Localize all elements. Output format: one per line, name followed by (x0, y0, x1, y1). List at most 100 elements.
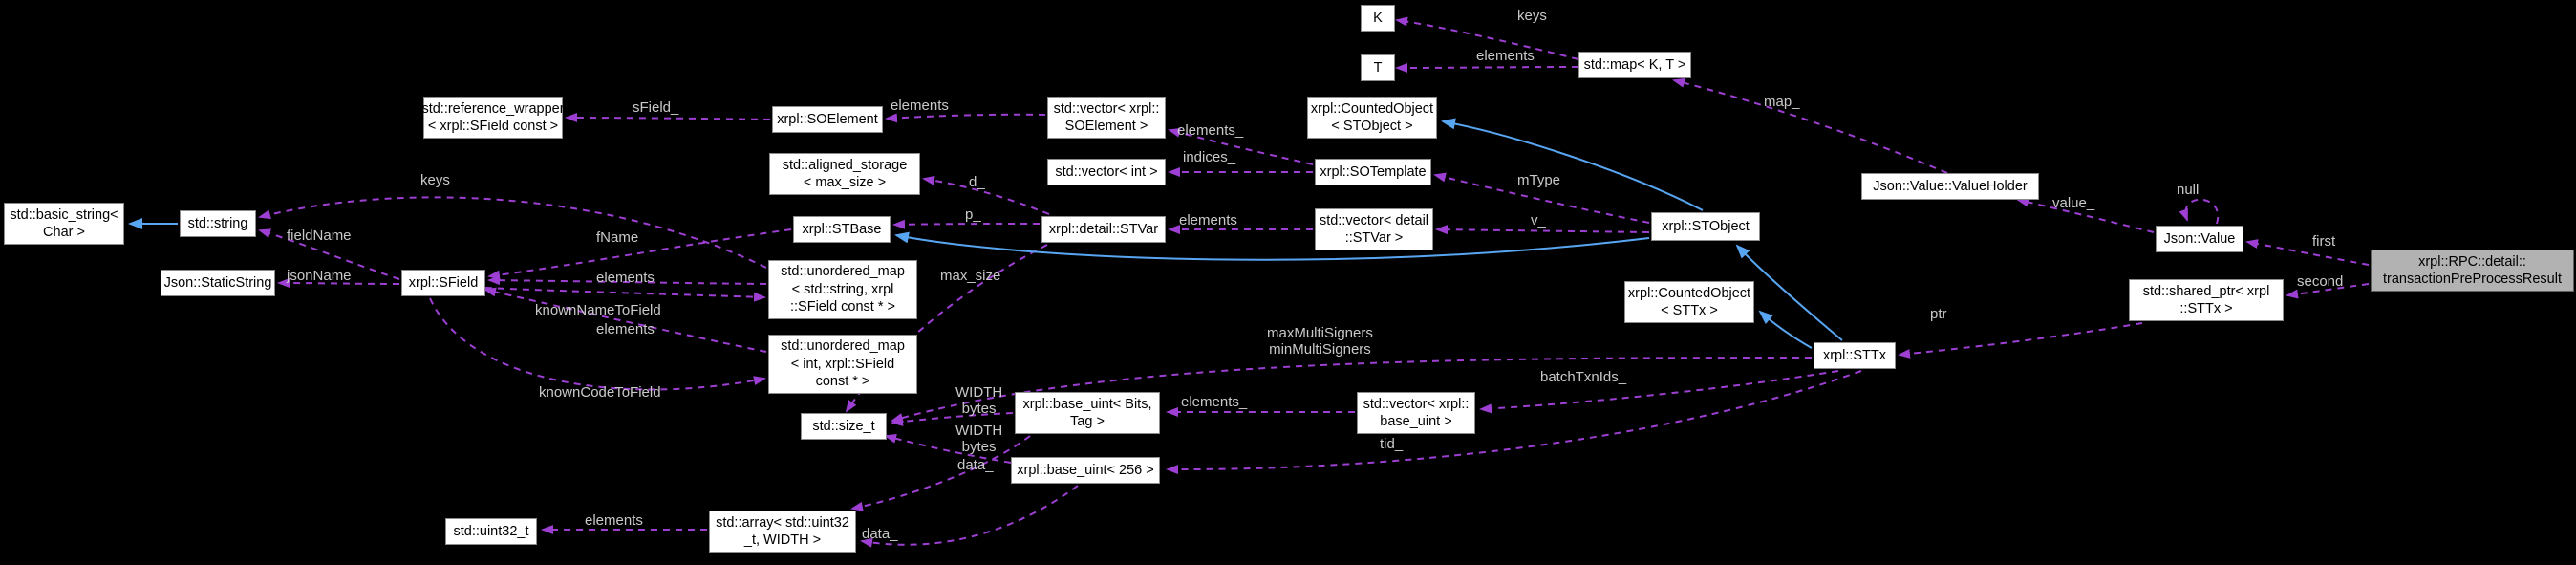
edge-label-fname: fName (596, 229, 639, 246)
node-stbase[interactable]: xrpl::STBase (793, 216, 891, 243)
edge-width-bytes (884, 433, 1012, 464)
edge-inheritance (1735, 244, 1843, 341)
edge-label-v: v_ (1531, 212, 1546, 228)
edge-label-null: null (2177, 182, 2200, 198)
edge-fname (487, 228, 792, 280)
node-base-uint-256[interactable]: xrpl::base_uint< 256 > (1011, 457, 1160, 484)
node-counted-object-sttx[interactable]: xrpl::CountedObject < STTx > (1624, 281, 1754, 323)
node-t[interactable]: T (1361, 54, 1395, 81)
node-value-holder[interactable]: Json::Value::ValueHolder (1861, 173, 2039, 200)
node-soelement[interactable]: xrpl::SOElement (772, 106, 883, 133)
edge-value (2016, 197, 2155, 233)
edge-inheritance (1441, 118, 1704, 211)
edge-label-knowncodetofield: knownCodeToField (539, 384, 661, 401)
node-array-uint32-width[interactable]: std::array< std::uint32 _t, WIDTH > (709, 511, 856, 553)
edge-second (2286, 283, 2370, 299)
edge-label-elements: elements (596, 270, 655, 286)
edge-label-elements: elements (1179, 212, 1237, 228)
edge-fieldname (258, 228, 400, 280)
edge-label-ptr: ptr (1930, 306, 1947, 322)
node-stobject[interactable]: xrpl::STObject (1651, 212, 1760, 241)
edge-label-value: value_ (2052, 195, 2095, 211)
edge-label-second: second (2297, 273, 2344, 290)
edge-tid (1166, 370, 1862, 475)
edge-d (922, 175, 1050, 215)
node-counted-object-stobject[interactable]: xrpl::CountedObject < STObject > (1307, 97, 1437, 139)
edge-data (860, 485, 1079, 548)
edge-label-tid: tid_ (1380, 436, 1404, 452)
edge-sfield (565, 113, 771, 123)
node-reference-wrapper-sfield[interactable]: std::reference_wrapper < xrpl::SField co… (421, 97, 565, 139)
edge-label-elements: elements_ (1177, 122, 1244, 139)
edge-v (1435, 225, 1650, 235)
edge-elements (885, 113, 1046, 123)
edge-width-bytes (891, 412, 1014, 426)
edge-inheritance (894, 231, 1650, 261)
edge-label-max-size: max_size (940, 268, 1001, 284)
node-vector-soelement[interactable]: std::vector< xrpl:: SOElement > (1047, 97, 1166, 139)
node-uint32-t[interactable]: std::uint32_t (445, 518, 537, 545)
edge-label-elements: elements (1476, 48, 1535, 64)
edge-data (850, 435, 1031, 511)
node-sttx[interactable]: xrpl::STTx (1814, 342, 1896, 369)
edge-label-d: d_ (969, 174, 985, 190)
edge-label-jsonname: jsonName (287, 268, 352, 284)
node-aligned-storage[interactable]: std::aligned_storage < max_size > (769, 153, 920, 195)
edge-elements (483, 287, 767, 353)
node-string[interactable]: std::string (180, 210, 256, 237)
edge-jsonname (277, 278, 400, 289)
edge-label-elements: elements (585, 512, 643, 529)
edge-label-first: first (2312, 233, 2336, 250)
node-map-kt[interactable]: std::map< K, T > (1578, 52, 1691, 78)
edge-first (2245, 239, 2370, 266)
edge-label-data: data_ (862, 526, 898, 542)
edge-label-data: data_ (957, 457, 994, 473)
edge-label-width-bytes: WIDTH bytes (955, 423, 1003, 455)
edge-label-map: map_ (1764, 94, 1800, 110)
edge-knownnametofield (484, 287, 766, 302)
edge-elements (487, 275, 767, 286)
node-static-string[interactable]: Json::StaticString (161, 270, 275, 296)
edge-label-keys: keys (1517, 8, 1547, 24)
edge-label-elements: elements (596, 321, 655, 337)
edge-elements (1395, 62, 1579, 73)
node-transaction-pre-process-result: xrpl::RPC::detail:: transactionPreProces… (2371, 250, 2574, 292)
node-vector-base-uint[interactable]: std::vector< xrpl:: base_uint > (1357, 392, 1475, 434)
edges-group (128, 16, 2370, 548)
node-base-uint-bits-tag[interactable]: xrpl::base_uint< Bits, Tag > (1015, 392, 1160, 434)
node-stvar[interactable]: xrpl::detail::STVar (1041, 216, 1166, 243)
node-sotemplate[interactable]: xrpl::SOTemplate (1315, 159, 1431, 185)
edge-map (1672, 77, 1948, 174)
edge-label-elements: elements (891, 98, 949, 114)
node-umap-string-sfield[interactable]: std::unordered_map < std::string, xrpl :… (768, 260, 917, 319)
edge-maxmultisigners-minmultisigners (891, 357, 1813, 423)
edge-label-maxmultisigners-minmultisigners: maxMultiSigners minMultiSigners (1267, 325, 1373, 358)
edge-null (2179, 198, 2220, 225)
edge-knowncodetofield (429, 297, 766, 391)
edge-keys (1395, 16, 1579, 60)
edge-label-mtype: mType (1517, 172, 1561, 188)
edge-label-elements: elements_ (1181, 394, 1248, 410)
edge-ptr (1898, 322, 2143, 359)
edge-label-keys: keys (420, 172, 450, 188)
edge-label-knownnametofield: knownNameToField (535, 302, 661, 318)
node-json-value[interactable]: Json::Value (2156, 226, 2243, 252)
node-vector-stvar[interactable]: std::vector< detail ::STVar > (1315, 208, 1433, 250)
edge-label-indices: indices_ (1183, 149, 1236, 165)
edge-p (892, 219, 1041, 229)
edge-label-batchtxnids: batchTxnIds_ (1540, 369, 1627, 385)
node-umap-int-sfield[interactable]: std::unordered_map < int, xrpl::SField c… (768, 335, 917, 394)
edge-max-size (845, 244, 1048, 413)
node-vector-int[interactable]: std::vector< int > (1047, 159, 1166, 185)
edge-label-p: p_ (965, 206, 981, 223)
node-shared-ptr-sttx[interactable]: std::shared_ptr< xrpl ::STTx > (2129, 279, 2284, 321)
edge-inheritance (1758, 310, 1813, 349)
edge-elements (1168, 127, 1314, 165)
node-basic-string[interactable]: std::basic_string< Char > (4, 203, 124, 245)
node-k[interactable]: K (1361, 5, 1395, 32)
node-size-t[interactable]: std::size_t (801, 413, 887, 440)
edge-label-fieldname: fieldName (287, 228, 352, 244)
edge-label-width-bytes: WIDTH bytes (955, 384, 1003, 417)
node-sfield[interactable]: xrpl::SField (401, 270, 485, 296)
